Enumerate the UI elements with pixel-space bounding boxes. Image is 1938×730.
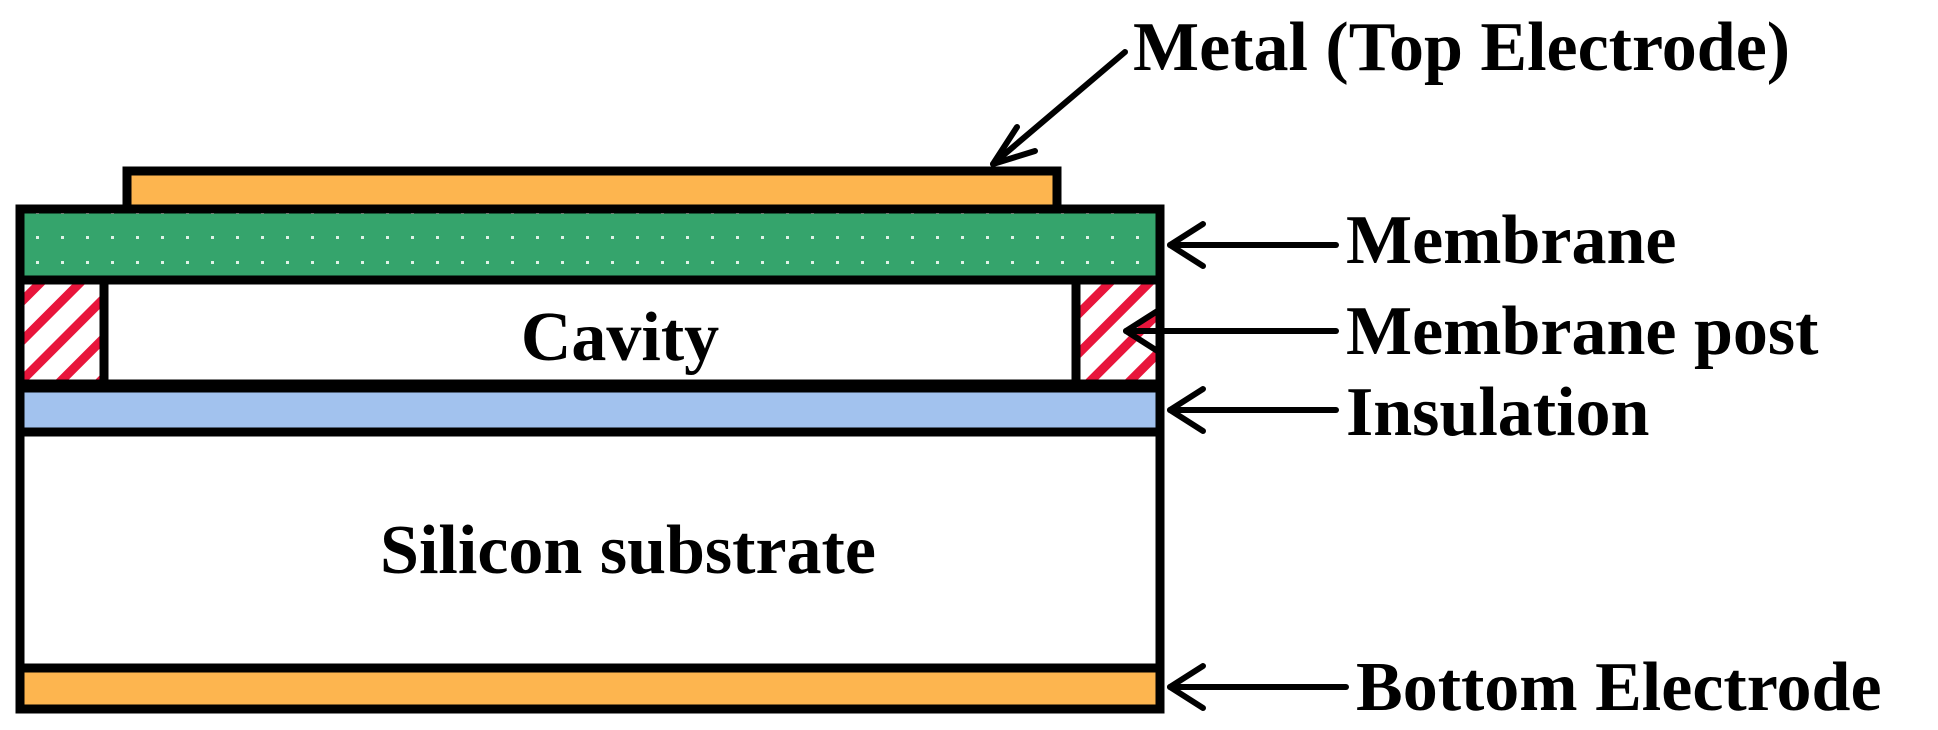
silicon-substrate-region <box>15 427 1165 673</box>
cavity-region <box>99 275 1081 389</box>
membrane-label: Membrane <box>1346 202 1676 279</box>
bottom-electrode-layer <box>15 663 1165 714</box>
metal-top-electrode-layer <box>122 166 1062 215</box>
insulation-label: Insulation <box>1346 374 1649 451</box>
silicon-substrate-label: Silicon substrate <box>380 512 876 589</box>
membrane-post-left <box>15 275 109 389</box>
membrane-post-label: Membrane post <box>1346 293 1818 370</box>
insulation-arrow <box>1167 386 1339 434</box>
cavity-label: Cavity <box>521 299 719 376</box>
membrane-layer <box>15 204 1165 285</box>
metal-top-electrode-arrow <box>990 49 1128 167</box>
membrane-arrow <box>1167 221 1339 269</box>
metal-top-electrode-label: Metal (Top Electrode) <box>1133 9 1790 86</box>
bottom-electrode-label: Bottom Electrode <box>1356 649 1882 726</box>
insulation-layer <box>15 383 1165 437</box>
bottom-electrode-arrow <box>1167 663 1349 711</box>
membrane-post-arrow <box>1123 307 1339 355</box>
